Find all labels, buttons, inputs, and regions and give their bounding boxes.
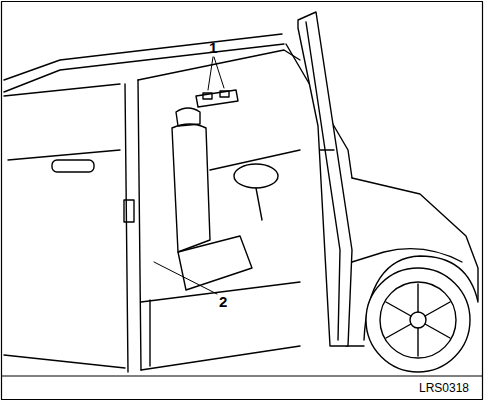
front-wheel [366, 268, 470, 372]
door-latch [124, 200, 134, 222]
frame-divider [2, 376, 483, 377]
seat-back [172, 124, 210, 252]
body-side [4, 34, 300, 372]
sun-visor [196, 90, 238, 107]
visor-mirror [203, 93, 212, 99]
headrest [176, 108, 200, 126]
figure-code: LRS0318 [419, 382, 469, 394]
callout-number: 1 [209, 40, 217, 55]
visor-mirror [220, 91, 229, 97]
interior [141, 90, 300, 370]
open-door [298, 12, 352, 346]
leader-lines [154, 57, 224, 294]
seat-cushion [178, 236, 252, 290]
callout-number: 2 [219, 294, 227, 309]
door-handle [52, 160, 94, 172]
